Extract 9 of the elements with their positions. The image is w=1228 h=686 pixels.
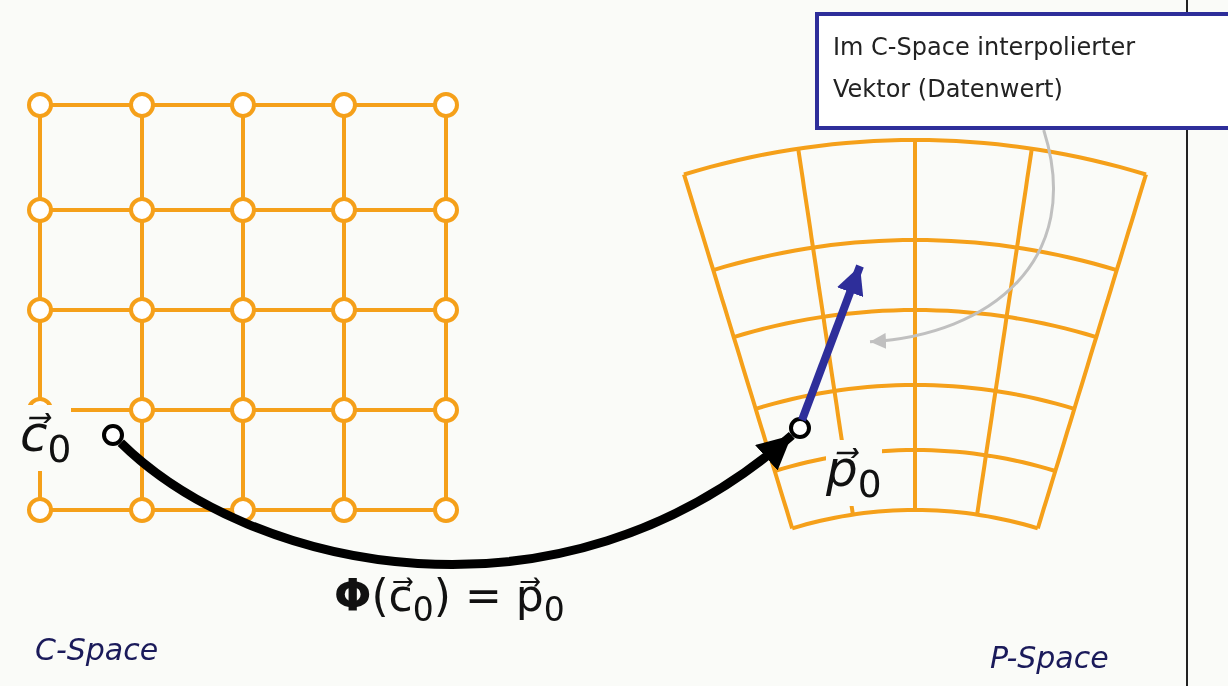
point-marker	[102, 424, 124, 446]
space-label: C-Space	[35, 632, 159, 667]
callout-box: Im C-Space interpolierter Vektor (Datenwert)	[815, 12, 1228, 130]
arrow	[117, 431, 795, 569]
point-marker	[789, 417, 811, 439]
space-label: P-Space	[990, 640, 1109, 675]
leader-line	[869, 129, 1055, 349]
vector-label: p⃗$_{0}$	[826, 440, 882, 506]
vector-label: c⃗$_{0}$	[20, 405, 72, 471]
